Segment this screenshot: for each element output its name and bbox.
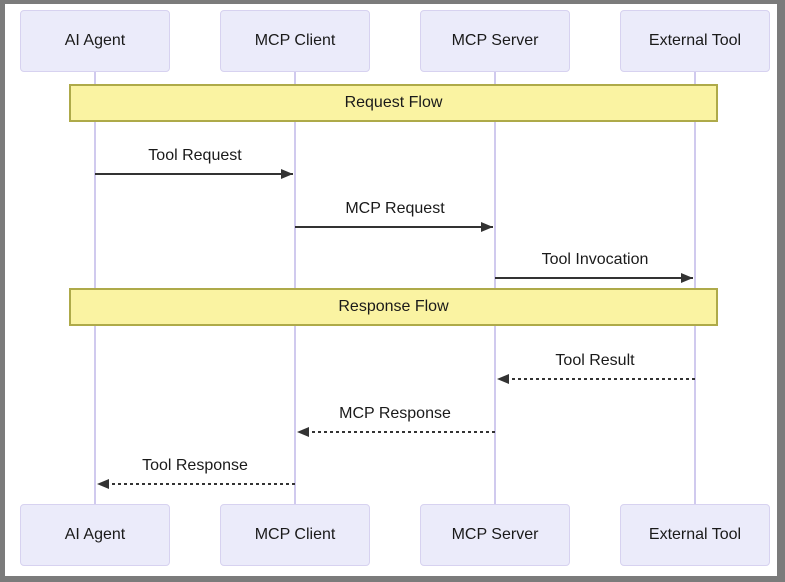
message-label-mcp-response: MCP Response	[339, 405, 451, 422]
message-label-tool-request: Tool Request	[148, 147, 242, 164]
message-label-mcp-request: MCP Request	[345, 200, 445, 217]
section-label: Response Flow	[338, 298, 449, 315]
actor-label: AI Agent	[64, 32, 126, 49]
actor-mcp-server-top: MCP Server	[420, 10, 570, 72]
actor-mcp-client-top: MCP Client	[220, 10, 370, 72]
actor-ai-agent-top: AI Agent	[20, 10, 170, 72]
actor-mcp-server-bottom: MCP Server	[420, 504, 570, 566]
actor-label: MCP Server	[451, 526, 539, 543]
actor-ai-agent-bottom: AI Agent	[20, 504, 170, 566]
actor-label: AI Agent	[64, 526, 126, 543]
actor-label: MCP Client	[254, 526, 336, 543]
actor-label: External Tool	[648, 32, 742, 49]
section-response-flow: Response Flow	[69, 288, 718, 326]
actor-mcp-client-bottom: MCP Client	[220, 504, 370, 566]
actor-label: MCP Server	[451, 32, 539, 49]
actor-label: External Tool	[648, 526, 742, 543]
message-label-tool-result: Tool Result	[555, 352, 635, 369]
section-label: Request Flow	[344, 94, 443, 111]
actor-external-tool-bottom: External Tool	[620, 504, 770, 566]
actor-external-tool-top: External Tool	[620, 10, 770, 72]
message-label-tool-response: Tool Response	[142, 457, 248, 474]
message-label-tool-invocation: Tool Invocation	[541, 251, 649, 268]
section-request-flow: Request Flow	[69, 84, 718, 122]
actor-label: MCP Client	[254, 32, 336, 49]
